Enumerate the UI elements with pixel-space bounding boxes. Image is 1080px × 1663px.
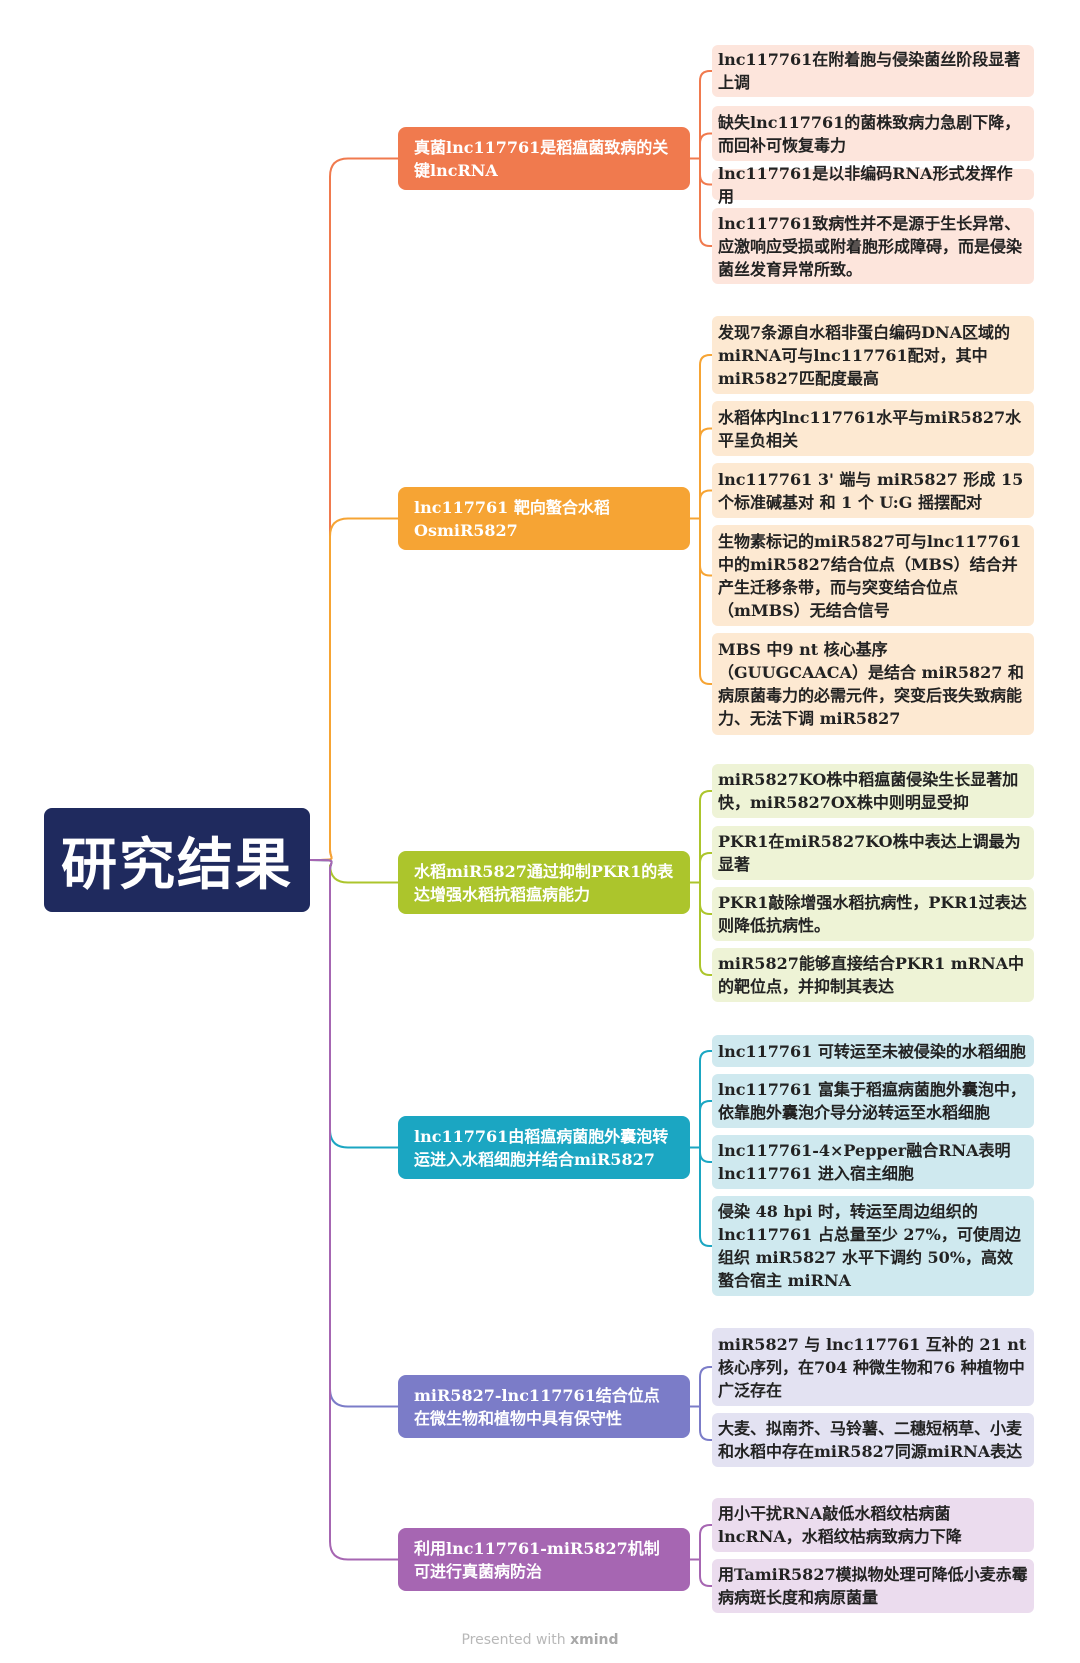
branch-topic[interactable]: miR5827-lnc117761结合位点在微生物和植物中具有保守性 bbox=[398, 1375, 690, 1438]
leaf-connector bbox=[690, 157, 712, 247]
leaf-topic[interactable]: miR5827 与 lnc117761 互补的 21 nt 核心序列，在704 … bbox=[712, 1328, 1034, 1406]
leaf-label: lnc117761-4×Pepper融合RNA表明 lnc117761 进入宿主… bbox=[718, 1141, 1011, 1183]
leaf-connector bbox=[690, 1558, 712, 1587]
leaf-topic[interactable]: PKR1在miR5827KO株中表达上调最为显著 bbox=[712, 826, 1034, 880]
leaf-label: miR5827 与 lnc117761 互补的 21 nt 核心序列，在704 … bbox=[718, 1334, 1027, 1400]
leaf-topic[interactable]: MBS 中9 nt 核心基序（GUUGCAACA）是结合 miR5827 和病原… bbox=[712, 633, 1034, 735]
leaf-label: lnc117761致病性并不是源于生长异常、应激响应受损或附着胞形成障碍，而是侵… bbox=[718, 213, 1023, 279]
root-connector bbox=[309, 859, 398, 1561]
leaf-topic[interactable]: lnc117761致病性并不是源于生长异常、应激响应受损或附着胞形成障碍，而是侵… bbox=[712, 208, 1034, 284]
branch-label: lnc117761由稻瘟病菌胞外囊泡转运进入水稻细胞并结合miR5827 bbox=[414, 1126, 669, 1169]
branch-topic[interactable]: 真菌lnc117761是稻瘟菌致病的关键lncRNA bbox=[398, 127, 690, 190]
leaf-topic[interactable]: 大麦、拟南芥、马铃薯、二穗短柄草、小麦和水稻中存在miR5827同源miRNA表… bbox=[712, 1413, 1034, 1467]
leaf-topic[interactable]: 侵染 48 hpi 时，转运至周边组织的 lnc117761 占总量至少 27%… bbox=[712, 1196, 1034, 1296]
leaf-label: PKR1在miR5827KO株中表达上调最为显著 bbox=[718, 832, 1021, 874]
leaf-connector bbox=[690, 427, 712, 520]
leaf-topic[interactable]: 用TamiR5827模拟物处理可降低小麦赤霉病病斑长度和病原菌量 bbox=[712, 1559, 1034, 1613]
leaf-label: miR5827KO株中稻瘟菌侵染生长显著加快，miR5827OX株中则明显受抑 bbox=[718, 770, 1019, 812]
leaf-topic[interactable]: lnc117761是以非编码RNA形式发挥作用 bbox=[712, 164, 1034, 206]
leaf-label: 水稻体内lnc117761水平与miR5827水平呈负相关 bbox=[718, 407, 1022, 450]
footer-credit: Presented with xmind bbox=[0, 1632, 1080, 1648]
leaf-label: 侵染 48 hpi 时，转运至周边组织的 lnc117761 占总量至少 27%… bbox=[718, 1202, 1021, 1290]
branch-label: 利用lnc117761-miR5827机制可进行真菌病防治 bbox=[414, 1538, 660, 1581]
leaf-topic[interactable]: miR5827能够直接结合PKR1 mRNA中的靶位点，并抑制其表达 bbox=[712, 948, 1034, 1002]
leaf-topic[interactable]: PKR1敲除增强水稻抗病性，PKR1过表达则降低抗病性。 bbox=[712, 887, 1034, 941]
leaf-label: lnc117761 富集于稻瘟病菌胞外囊泡中，依靠胞外囊泡介导分泌转运至水稻细胞 bbox=[718, 1080, 1026, 1122]
leaf-connector bbox=[690, 70, 712, 160]
leaf-topic[interactable]: miR5827KO株中稻瘟菌侵染生长显著加快，miR5827OX株中则明显受抑 bbox=[712, 764, 1034, 818]
leaf-label: PKR1敲除增强水稻抗病性，PKR1过表达则降低抗病性。 bbox=[718, 893, 1027, 935]
leaf-topic[interactable]: lnc117761 可转运至未被侵染的水稻细胞 bbox=[712, 1035, 1034, 1067]
leaf-connector bbox=[690, 1050, 712, 1149]
leaf-connector bbox=[690, 1524, 712, 1561]
leaf-connector bbox=[690, 489, 712, 520]
root-connector bbox=[309, 859, 398, 1149]
leaf-label: lnc117761是以非编码RNA形式发挥作用 bbox=[718, 163, 1013, 206]
leaf-connector bbox=[690, 1366, 712, 1408]
leaf-topic[interactable]: lnc117761在附着胞与侵染菌丝阶段显著上调 bbox=[712, 45, 1034, 97]
leaf-connector bbox=[690, 1100, 712, 1149]
root-connector bbox=[309, 859, 398, 884]
branch-label: 真菌lnc117761是稻瘟菌致病的关键lncRNA bbox=[414, 137, 669, 180]
branch-topic[interactable]: lnc117761由稻瘟病菌胞外囊泡转运进入水稻细胞并结合miR5827 bbox=[398, 1116, 690, 1179]
root-connector bbox=[309, 517, 398, 861]
leaf-label: 大麦、拟南芥、马铃薯、二穗短柄草、小麦和水稻中存在miR5827同源miRNA表… bbox=[718, 1419, 1023, 1461]
branch-topic[interactable]: lnc117761 靶向螯合水稻OsmiR5827 bbox=[398, 487, 690, 550]
leaf-connector bbox=[690, 132, 712, 160]
leaf-label: 生物素标记的miR5827可与lnc117761中的miR5827结合位点（MB… bbox=[718, 531, 1022, 620]
leaf-label: lnc117761在附着胞与侵染菌丝阶段显著上调 bbox=[718, 50, 1021, 92]
leaf-connector bbox=[690, 354, 712, 520]
leaf-topic[interactable]: 水稻体内lnc117761水平与miR5827水平呈负相关 bbox=[712, 401, 1034, 456]
leaf-connector bbox=[690, 1405, 712, 1441]
branch-topic[interactable]: 水稻miR5827通过抑制PKR1的表达增强水稻抗稻瘟病能力 bbox=[398, 851, 690, 914]
leaf-topic[interactable]: 发现7条源自水稻非蛋白编码DNA区域的miRNA可与lnc117761配对，其中… bbox=[712, 316, 1034, 394]
root-connector bbox=[309, 157, 398, 861]
leaf-label: 发现7条源自水稻非蛋白编码DNA区域的miRNA可与lnc117761配对，其中… bbox=[718, 322, 1011, 388]
leaf-label: MBS 中9 nt 核心基序（GUUGCAACA）是结合 miR5827 和病原… bbox=[718, 640, 1024, 728]
leaf-label: lnc117761 3' 端与 miR5827 形成 15 个标准碱基对 和 1… bbox=[718, 469, 1024, 512]
root-connector bbox=[309, 859, 398, 1408]
leaf-label: lnc117761 可转运至未被侵染的水稻细胞 bbox=[718, 1041, 1026, 1061]
leaf-label: miR5827能够直接结合PKR1 mRNA中的靶位点，并抑制其表达 bbox=[718, 954, 1025, 996]
leaf-connector bbox=[690, 852, 712, 884]
leaf-topic[interactable]: lnc117761 富集于稻瘟病菌胞外囊泡中，依靠胞外囊泡介导分泌转运至水稻细胞 bbox=[712, 1074, 1034, 1128]
footer-prefix: Presented with bbox=[461, 1632, 566, 1648]
leaf-topic[interactable]: 缺失lnc117761的菌株致病力急剧下降，而回补可恢复毒力 bbox=[712, 106, 1034, 161]
leaf-topic[interactable]: 用小干扰RNA敲低水稻纹枯病菌lncRNA，水稻纹枯病致病力下降 bbox=[712, 1498, 1034, 1552]
leaf-label: 缺失lnc117761的菌株致病力急剧下降，而回补可恢复毒力 bbox=[718, 112, 1021, 155]
leaf-label: 用TamiR5827模拟物处理可降低小麦赤霉病病斑长度和病原菌量 bbox=[718, 1565, 1028, 1607]
leaf-topic[interactable]: lnc117761 3' 端与 miR5827 形成 15 个标准碱基对 和 1… bbox=[712, 463, 1034, 518]
branch-label: lnc117761 靶向螯合水稻OsmiR5827 bbox=[414, 497, 610, 540]
root-topic[interactable]: 研究结果 bbox=[44, 808, 310, 912]
leaf-label: 用小干扰RNA敲低水稻纹枯病菌lncRNA，水稻纹枯病致病力下降 bbox=[718, 1504, 962, 1546]
branch-label: miR5827-lnc117761结合位点在微生物和植物中具有保守性 bbox=[414, 1385, 660, 1428]
branch-topic[interactable]: 利用lnc117761-miR5827机制可进行真菌病防治 bbox=[398, 1528, 690, 1591]
leaf-topic[interactable]: lnc117761-4×Pepper融合RNA表明 lnc117761 进入宿主… bbox=[712, 1135, 1034, 1189]
leaf-connector bbox=[690, 517, 712, 685]
leaf-connector bbox=[690, 790, 712, 884]
leaf-topic[interactable]: 生物素标记的miR5827可与lnc117761中的miR5827结合位点（MB… bbox=[712, 525, 1034, 626]
branch-label: 水稻miR5827通过抑制PKR1的表达增强水稻抗稻瘟病能力 bbox=[414, 861, 674, 904]
leaf-connector bbox=[690, 1146, 712, 1247]
footer-brand: xmind bbox=[570, 1632, 619, 1648]
leaf-connector bbox=[690, 881, 712, 976]
